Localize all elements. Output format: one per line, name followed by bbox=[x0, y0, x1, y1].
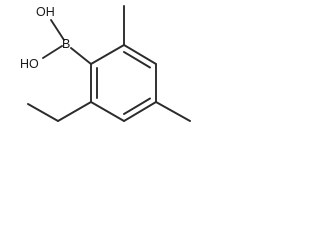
hydroxyl-label-left: HO bbox=[20, 57, 39, 71]
ring-bond-c2-c3 bbox=[123, 44, 157, 65]
ring-bond-c4-c5 bbox=[123, 101, 157, 122]
hydroxyl-label-top: OH bbox=[36, 5, 55, 19]
boron-label: B bbox=[62, 37, 70, 51]
bond-b-oh-top bbox=[50, 19, 65, 41]
bond-methyl-right bbox=[155, 101, 191, 122]
bond-ethyl-ch3 bbox=[27, 103, 59, 122]
bond-ethyl-ch2 bbox=[57, 101, 92, 122]
ring-double-bond-c2-c3 bbox=[123, 51, 151, 69]
bond-b-oh-left bbox=[42, 45, 63, 59]
ring-double-bond-c4-c5 bbox=[123, 97, 151, 115]
ring-bond-c1-c2 bbox=[90, 44, 125, 65]
ring-bond-c5-c6 bbox=[90, 101, 125, 122]
chemical-structure: OH HO B bbox=[20, 5, 191, 122]
bond-b-ring bbox=[70, 47, 92, 65]
